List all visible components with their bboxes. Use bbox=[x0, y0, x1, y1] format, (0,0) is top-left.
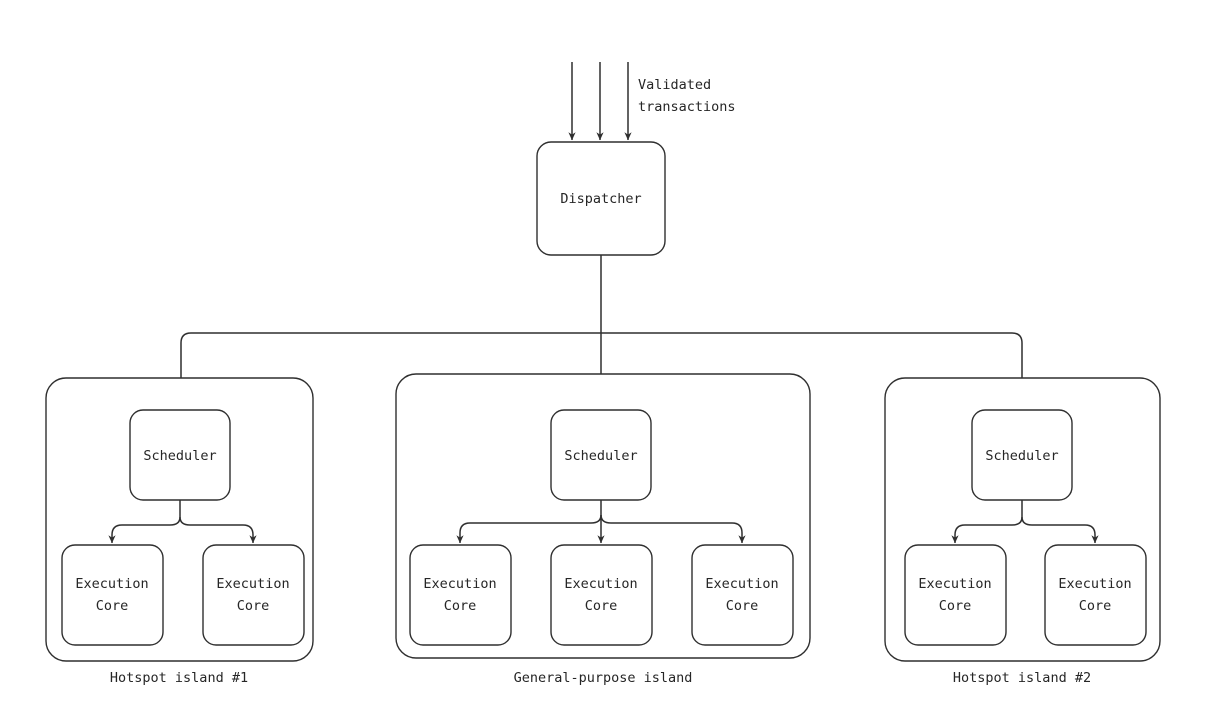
island-general-purpose-label: General-purpose island bbox=[514, 670, 693, 686]
execution-core-box[interactable] bbox=[61, 544, 164, 646]
island-general-purpose-scheduler[interactable]: Scheduler bbox=[550, 409, 652, 501]
execution-core-label-line1: Execution bbox=[705, 576, 778, 592]
island-general-purpose[interactable]: Scheduler Execution Core Execution Core bbox=[395, 373, 811, 686]
island-hotspot-1-scheduler-fanout bbox=[108, 500, 257, 544]
execution-core-box[interactable] bbox=[691, 544, 794, 646]
execution-core-box[interactable] bbox=[1044, 544, 1147, 646]
island-hotspot-2-core-2[interactable]: Execution Core bbox=[1044, 544, 1147, 646]
execution-core-label-line2: Core bbox=[939, 598, 972, 614]
dispatcher-to-hotspot-1-edge bbox=[177, 332, 601, 399]
dispatcher-to-hotspot-2-edge bbox=[601, 332, 1026, 399]
execution-core-label-line1: Execution bbox=[423, 576, 496, 592]
execution-core-label-line1: Execution bbox=[216, 576, 289, 592]
scheduler-to-core-3-edge bbox=[600, 514, 746, 544]
dispatcher-node[interactable]: Dispatcher bbox=[536, 141, 666, 256]
execution-core-label-line1: Execution bbox=[1058, 576, 1131, 592]
island-hotspot-1-label: Hotspot island #1 bbox=[110, 670, 248, 686]
execution-core-box[interactable] bbox=[202, 544, 305, 646]
scheduler-label: Scheduler bbox=[985, 448, 1058, 464]
island-general-purpose-core-3[interactable]: Execution Core bbox=[691, 544, 794, 646]
execution-core-label-line2: Core bbox=[237, 598, 270, 614]
dispatcher-label: Dispatcher bbox=[560, 191, 641, 207]
island-hotspot-2-scheduler[interactable]: Scheduler bbox=[971, 409, 1073, 501]
scheduler-to-core-1-edge bbox=[108, 516, 181, 544]
scheduler-label: Scheduler bbox=[564, 448, 637, 464]
execution-core-box[interactable] bbox=[409, 544, 512, 646]
island-hotspot-1-core-2[interactable]: Execution Core bbox=[202, 544, 305, 646]
validated-transactions-label-line1: Validated bbox=[638, 77, 711, 93]
scheduler-to-core-2-edge bbox=[179, 516, 257, 544]
execution-core-label-line2: Core bbox=[585, 598, 618, 614]
execution-core-label-line1: Execution bbox=[75, 576, 148, 592]
scheduler-to-core-2-edge bbox=[1021, 516, 1099, 544]
execution-core-label-line2: Core bbox=[1079, 598, 1112, 614]
execution-core-label-line2: Core bbox=[726, 598, 759, 614]
island-hotspot-2[interactable]: Scheduler Execution Core Execution Core … bbox=[884, 377, 1161, 686]
island-hotspot-2-label: Hotspot island #2 bbox=[953, 670, 1091, 686]
island-hotspot-1[interactable]: Scheduler Execution Core Execution Core … bbox=[45, 377, 314, 686]
island-hotspot-1-core-1[interactable]: Execution Core bbox=[61, 544, 164, 646]
execution-core-label-line2: Core bbox=[444, 598, 477, 614]
island-hotspot-2-core-1[interactable]: Execution Core bbox=[904, 544, 1007, 646]
island-hotspot-1-scheduler[interactable]: Scheduler bbox=[129, 409, 231, 501]
scheduler-to-core-1-edge bbox=[951, 516, 1023, 544]
execution-core-label-line1: Execution bbox=[564, 576, 637, 592]
execution-core-box[interactable] bbox=[550, 544, 653, 646]
execution-core-label-line1: Execution bbox=[918, 576, 991, 592]
scheduler-label: Scheduler bbox=[143, 448, 216, 464]
validated-transactions-inflow: Validated transactions bbox=[568, 62, 736, 141]
island-general-purpose-core-2[interactable]: Execution Core bbox=[550, 544, 653, 646]
validated-transactions-label-line2: transactions bbox=[638, 99, 736, 115]
island-general-purpose-core-1[interactable]: Execution Core bbox=[409, 544, 512, 646]
execution-core-label-line2: Core bbox=[96, 598, 129, 614]
scheduler-to-core-1-edge bbox=[456, 514, 602, 544]
island-hotspot-2-scheduler-fanout bbox=[951, 500, 1099, 544]
execution-core-box[interactable] bbox=[904, 544, 1007, 646]
dispatcher-fanout bbox=[177, 255, 1026, 399]
island-general-purpose-scheduler-fanout bbox=[456, 500, 746, 544]
